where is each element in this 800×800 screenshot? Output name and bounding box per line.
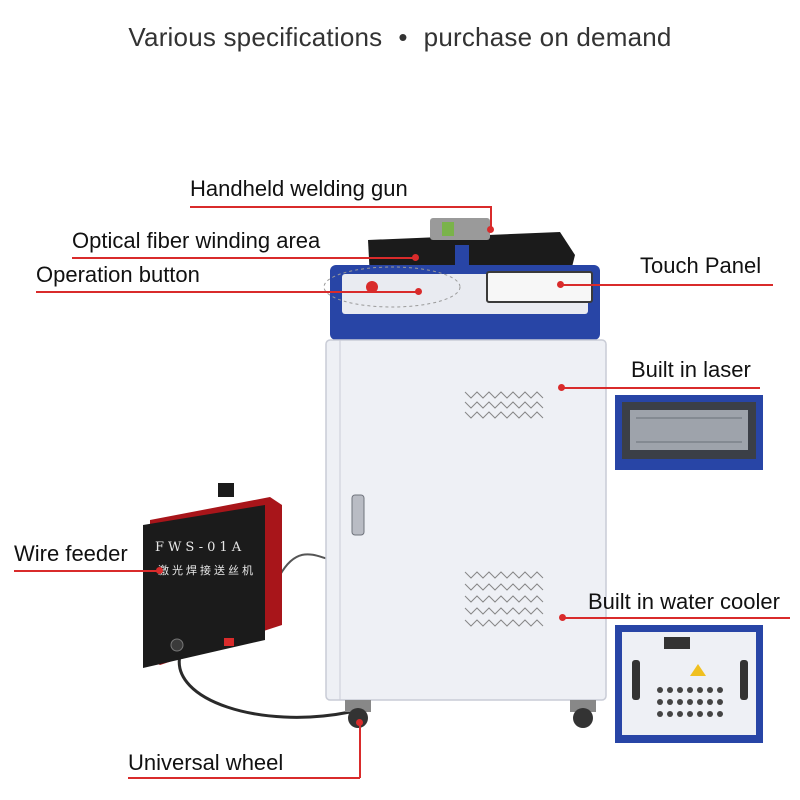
callout-dot-laser	[558, 384, 565, 391]
callout-leader-wheel	[359, 722, 361, 778]
callout-dot-cooler	[559, 614, 566, 621]
callout-dot-feeder	[156, 567, 163, 574]
vent-top	[463, 388, 549, 422]
callout-line-gun	[190, 206, 490, 208]
callout-line-button	[36, 291, 420, 293]
callout-built-in-laser: Built in laser	[631, 357, 751, 382]
callout-handheld-welding-gun: Handheld welding gun	[190, 176, 408, 201]
feeder-model-label: FWS-01A	[155, 540, 246, 555]
callout-line-cooler	[563, 617, 790, 619]
headline: Various specifications • purchase on deman…	[0, 22, 800, 53]
vent-bottom	[464, 571, 544, 627]
operation-area-outline	[323, 266, 461, 308]
headline-right: purchase on demand	[423, 22, 672, 52]
cooler-inset	[615, 625, 763, 743]
door-handle	[351, 494, 365, 536]
touch-panel-screen	[486, 271, 593, 303]
wheels	[345, 700, 596, 728]
headline-left: Various specifications	[128, 22, 383, 52]
callout-universal-wheel: Universal wheel	[128, 750, 284, 775]
welding-gun-body	[430, 218, 490, 240]
callout-dot-gun	[487, 226, 494, 233]
feeder-name-label: 激光焊接送丝机	[158, 565, 256, 577]
callout-optical-fiber-area: Optical fiber winding area	[72, 228, 321, 253]
fiber-clip	[455, 245, 469, 265]
callout-dot-panel	[557, 281, 564, 288]
emergency-button	[366, 281, 378, 293]
callout-dot-wheel	[356, 719, 363, 726]
callout-dot-button	[415, 288, 422, 295]
callout-leader-gun	[490, 206, 492, 230]
callout-touch-panel: Touch Panel	[640, 253, 762, 278]
callout-line-fiber	[72, 257, 417, 259]
laser-inset	[615, 395, 763, 470]
cabinet-body	[325, 339, 607, 701]
callout-line-laser	[562, 387, 760, 389]
callout-line-panel	[561, 284, 773, 286]
welding-gun-tip	[442, 222, 454, 236]
wire-feeder	[143, 483, 282, 668]
callout-operation-button: Operation button	[36, 262, 200, 287]
callout-line-wheel	[128, 777, 360, 779]
callout-dot-fiber	[412, 254, 419, 261]
callout-wire-feeder: Wire feeder	[14, 541, 128, 566]
feeder-cable-bottom	[177, 654, 351, 719]
headline-separator: •	[398, 22, 408, 52]
callout-built-in-water-cooler: Built in water cooler	[588, 589, 780, 614]
callout-line-feeder	[14, 570, 160, 572]
